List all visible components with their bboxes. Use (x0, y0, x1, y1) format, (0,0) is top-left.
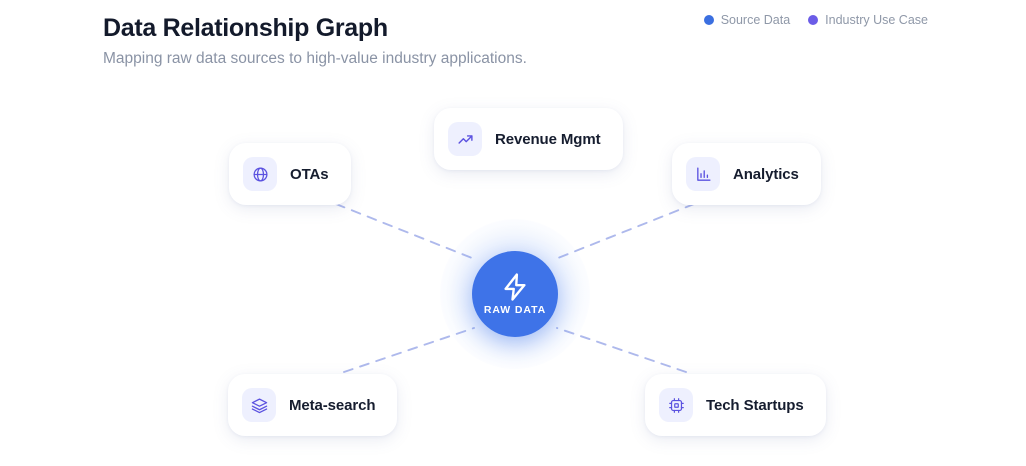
node-label-meta-search: Meta-search (289, 396, 376, 414)
hub-label: RAW DATA (483, 304, 547, 316)
node-otas[interactable]: OTAs (229, 143, 351, 205)
hub-raw-data[interactable]: RAW DATA (435, 214, 595, 374)
node-label-revenue-mgmt: Revenue Mgmt (495, 130, 601, 148)
page-subtitle: Mapping raw data sources to high-value i… (103, 50, 527, 67)
node-label-analytics: Analytics (733, 165, 799, 183)
cpu-chip-icon (659, 388, 693, 422)
legend-dot-industry-use-case (808, 15, 819, 25)
legend-dot-source-data (703, 15, 714, 25)
legend-label-source-data: Source Data (720, 13, 791, 27)
hub-circle[interactable]: RAW DATA (472, 251, 558, 337)
page-title: Data Relationship Graph (103, 14, 388, 42)
lightning-bolt-icon (500, 272, 530, 302)
globe-icon (243, 157, 277, 191)
node-label-tech-startups: Tech Startups (706, 396, 804, 414)
legend: Source Data Industry Use Case (703, 13, 928, 27)
layers-icon (242, 388, 276, 422)
node-tech-startups[interactable]: Tech Startups (645, 374, 826, 436)
header: Data Relationship Graph Mapping raw data… (103, 12, 527, 70)
legend-label-industry-use-case: Industry Use Case (825, 13, 928, 27)
bar-chart-icon (686, 157, 720, 191)
trending-up-icon (448, 122, 482, 156)
node-meta-search[interactable]: Meta-search (228, 374, 398, 436)
node-analytics[interactable]: Analytics (672, 143, 821, 205)
node-revenue-mgmt[interactable]: Revenue Mgmt (434, 108, 623, 170)
legend-item-industry-use-case[interactable]: Industry Use Case (808, 13, 928, 27)
node-label-otas: OTAs (290, 165, 329, 183)
legend-item-source-data[interactable]: Source Data (703, 13, 791, 27)
